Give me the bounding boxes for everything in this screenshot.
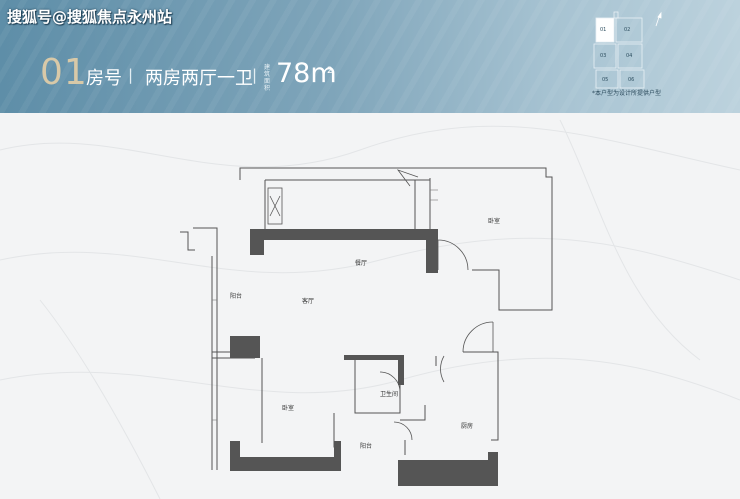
room-balcony-bottom: 阳台 [360, 443, 373, 450]
keyplan-unit-02: 02 [624, 27, 630, 33]
room-living: 客厅 [302, 298, 315, 305]
room-balcony-left: 阳台 [230, 293, 243, 300]
keyplan-unit-04: 04 [626, 53, 632, 59]
room-bedroom-bottom: 卧室 [282, 405, 295, 412]
room-kitchen: 厨房 [461, 423, 474, 430]
header-banner: 搜狐号@搜狐焦点永州站 01 房号 | 两房两厅一卫 | 建筑面积 78m 2 … [0, 0, 740, 113]
keyplan-unit-01: 01 [600, 27, 606, 33]
keyplan-unit-01-highlight [595, 17, 615, 43]
walls [230, 229, 498, 486]
floor-plan-drawing [0, 119, 740, 499]
room-label: 房号 [86, 68, 122, 89]
door-swings [379, 169, 494, 441]
outline-thin [180, 167, 553, 470]
area-value: 78m [276, 58, 337, 89]
floor-plan: 卧室 餐厅 客厅 阳台 卫生间 卧室 厨房 阳台 [0, 113, 740, 499]
separator-2: | [252, 66, 258, 84]
area-label: 建筑面积 [264, 64, 271, 92]
watermark: 搜狐号@搜狐焦点永州站 [7, 8, 173, 26]
north-arrow-icon [655, 11, 662, 27]
keyplan-unit-03: 03 [600, 53, 606, 59]
keyplan-note: *本户型为设计所提供户型 [592, 90, 662, 97]
keyplan-unit-06: 06 [628, 77, 634, 83]
room-bathroom: 卫生间 [380, 391, 399, 398]
ac-unit [267, 187, 283, 225]
windows [212, 189, 438, 421]
layout-label: 两房两厅一卫 [145, 68, 253, 89]
unit-number: 01 [40, 52, 88, 93]
separator-1: | [128, 66, 134, 84]
keyplan-unit-05: 05 [602, 77, 608, 83]
key-plan: 01 02 03 04 05 06 [593, 11, 662, 89]
area-unit: 2 [327, 66, 333, 76]
room-bedroom-top-right: 卧室 [488, 218, 501, 225]
room-dining: 餐厅 [355, 260, 368, 267]
